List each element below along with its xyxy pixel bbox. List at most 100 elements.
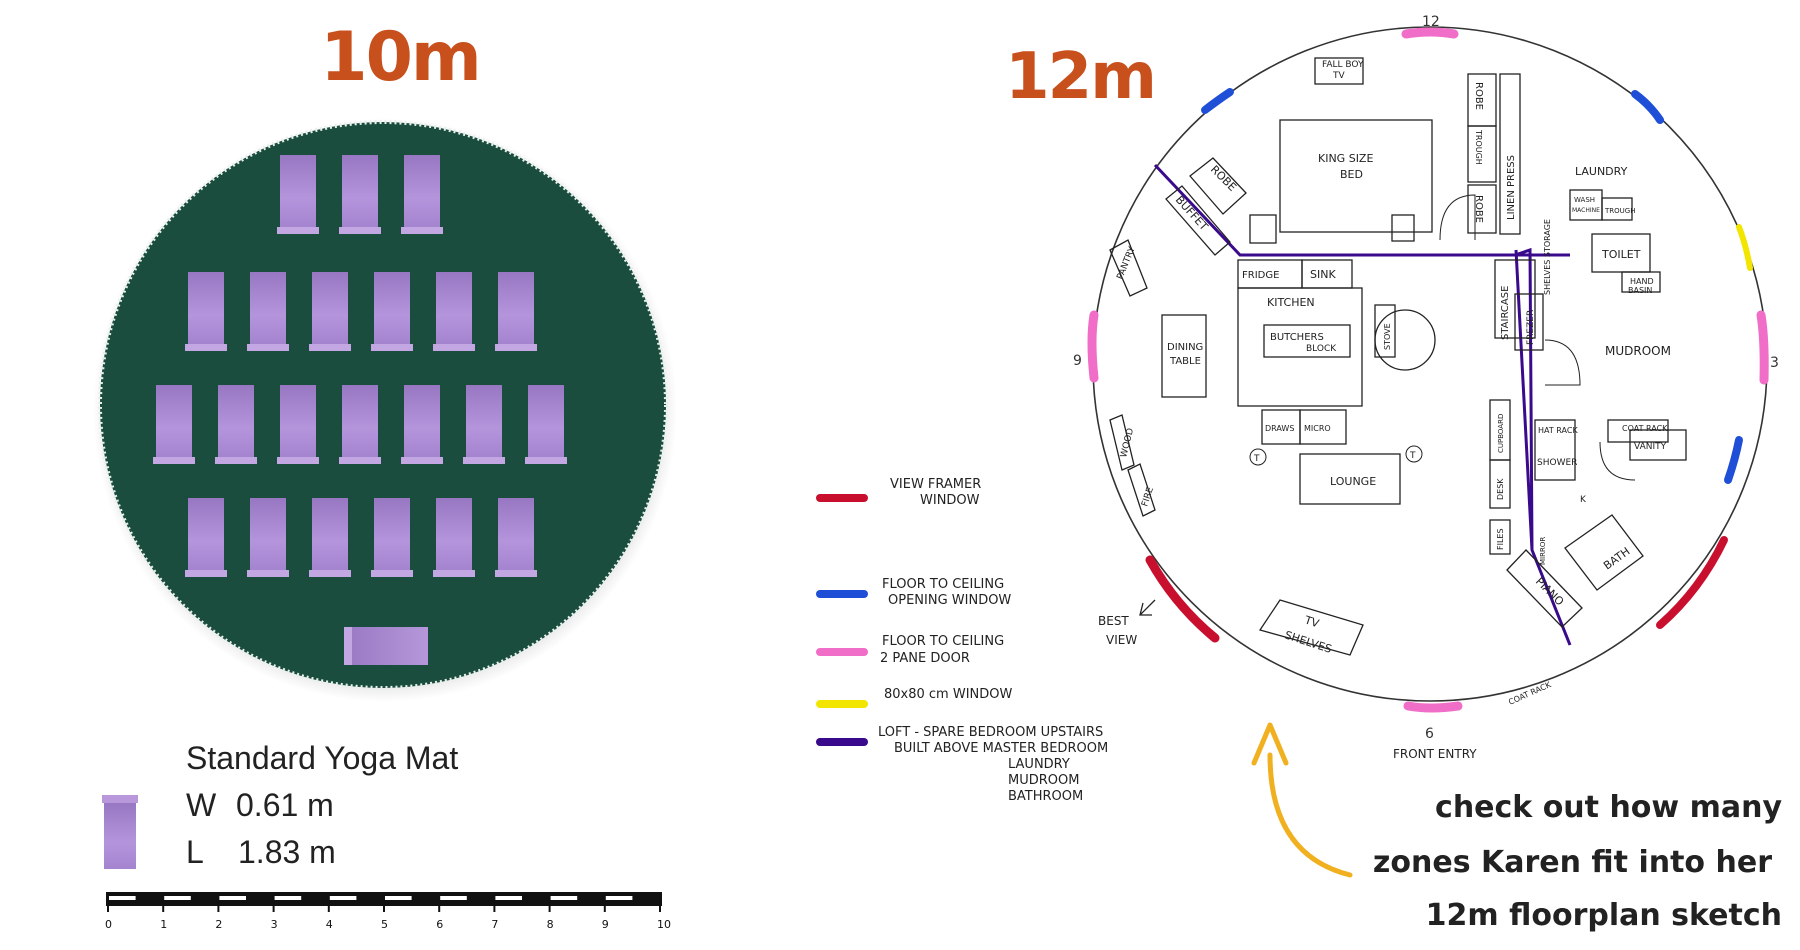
legend-purple-line3: LAUNDRY [1008, 757, 1070, 772]
scale-tick-label: 0 [105, 918, 112, 931]
legend-yellow-line1: 80x80 cm WINDOW [884, 687, 1013, 702]
callout-line-2: zones Karen fit into her [1372, 845, 1772, 880]
marker-pink-top [1401, 27, 1459, 39]
scale-tick-label: 6 [436, 918, 443, 931]
label-draws: DRAWS [1265, 424, 1294, 433]
legend-pink-line2: 2 PANE DOOR [880, 651, 970, 666]
label-linen-press: LINEN PRESS [1506, 155, 1517, 220]
yoga-mat [433, 272, 475, 351]
yoga-floor-diagram [93, 118, 677, 702]
label-fall-boy: FALL BOY [1322, 60, 1364, 70]
floorplan-sketch: 12 3 6 9 [1073, 14, 1779, 761]
label-wood: WOOD [1119, 427, 1136, 459]
label-desk: DESK [1496, 478, 1505, 500]
legend-purple-line1: LOFT - SPARE BEDROOM UPSTAIRS [878, 725, 1103, 740]
yoga-mat [339, 385, 381, 464]
label-mudroom: MUDROOM [1605, 344, 1671, 358]
marker-blue-ne [1631, 90, 1664, 124]
scale-tick-label: 2 [215, 918, 222, 931]
label-bath: BATH [1601, 545, 1632, 573]
mat-width-value: 0.61 m [236, 787, 334, 823]
yoga-mat [277, 155, 319, 234]
callout-arrow [1251, 722, 1353, 878]
legend-blue-line2: OPENING WINDOW [888, 593, 1011, 608]
yoga-mat [371, 272, 413, 351]
label-stove: STOVE [1383, 323, 1392, 350]
label-laundry: LAUNDRY [1575, 165, 1628, 178]
label-table: TABLE [1169, 356, 1201, 367]
yoga-mat [495, 498, 537, 577]
label-sink: SINK [1310, 268, 1336, 281]
label-micro: MICRO [1304, 424, 1331, 433]
mat-length-label: L [186, 834, 204, 870]
yoga-mat [339, 155, 381, 234]
left-title: 10m [320, 18, 481, 97]
label-coat-rack-entry: COAT RACK [1507, 680, 1553, 707]
label-freezer: FREZER [1526, 310, 1536, 345]
yoga-mat [309, 498, 351, 577]
label-hand: HAND [1630, 277, 1654, 286]
yoga-mat [153, 385, 195, 464]
svg-text:T: T [1409, 451, 1416, 461]
marker-yellow-e [1736, 224, 1753, 271]
scale-tick-label: 3 [271, 918, 278, 931]
legend-purple-line5: BATHROOM [1008, 789, 1083, 804]
mat-length-value: 1.83 m [238, 834, 336, 870]
yoga-mat [495, 272, 537, 351]
label-robe-mid: ROBE [1473, 195, 1484, 223]
clock-3: 3 [1770, 355, 1779, 371]
clock-9: 9 [1073, 353, 1082, 369]
marker-red-sw [1145, 555, 1220, 643]
label-butchers: BUTCHERS [1270, 332, 1324, 343]
horizontal-mat [344, 627, 428, 665]
label-hat-rack: HAT RACK [1538, 426, 1578, 435]
label-machine: MACHINE [1572, 207, 1600, 214]
yoga-mat [525, 385, 567, 464]
mat-width-label: W [186, 787, 217, 823]
label-vanity: VANITY [1634, 442, 1667, 452]
label-staircase: STAIRCASE [1500, 286, 1511, 340]
marker-pink-e [1756, 310, 1769, 385]
yoga-mat [277, 385, 319, 464]
label-king-size: KING SIZE [1318, 152, 1373, 165]
legend-red-line2: WINDOW [920, 493, 980, 508]
label-cupboard: CUPBOARD [1497, 414, 1505, 453]
marker-blue-nw [1201, 88, 1234, 114]
yoga-mat [401, 385, 443, 464]
legend-blue-line1: FLOOR TO CEILING [882, 577, 1004, 592]
label-basin: BASIN [1628, 286, 1652, 295]
yoga-mat [185, 498, 227, 577]
label-kitchen: KITCHEN [1267, 296, 1315, 309]
label-wash: WASH [1574, 196, 1595, 204]
legend-red-line1: VIEW FRAMER [890, 477, 981, 492]
label-lounge: LOUNGE [1330, 475, 1376, 488]
clock-6: 6 [1425, 726, 1434, 742]
mat-legend-heading: Standard Yoga Mat [186, 740, 459, 776]
label-shower: SHOWER [1537, 458, 1577, 468]
scale-tick-label: 4 [326, 918, 333, 931]
callout-line-1: check out how many [1435, 790, 1782, 825]
yoga-mat [215, 385, 257, 464]
label-block: BLOCK [1306, 344, 1337, 354]
legend-mat-icon [102, 795, 138, 869]
label-fridge: FRIDGE [1242, 270, 1279, 281]
yoga-mat [185, 272, 227, 351]
svg-text:T: T [1253, 454, 1260, 464]
label-bed: BED [1340, 168, 1363, 181]
label-dining: DINING [1167, 342, 1203, 353]
label-shelves-storage: SHELVES STORAGE [1543, 219, 1552, 295]
scale-tick-label: 9 [602, 918, 609, 931]
label-tv: TV [1332, 71, 1345, 81]
loft-outline [1153, 163, 1572, 646]
label-trough-laundry: TROUGH [1604, 207, 1635, 215]
floorplan-legend: VIEW FRAMER WINDOW FLOOR TO CEILING OPEN… [816, 477, 1108, 804]
yoga-mat [401, 155, 443, 234]
right-title: 12m [1005, 40, 1157, 114]
yoga-mat [309, 272, 351, 351]
scale-tick-label: 7 [491, 918, 498, 931]
label-files: FILES [1496, 528, 1505, 550]
label-mirror: MIRROR [1539, 537, 1547, 565]
yoga-mat [433, 498, 475, 577]
label-pantry: PANTRY [1116, 245, 1138, 281]
